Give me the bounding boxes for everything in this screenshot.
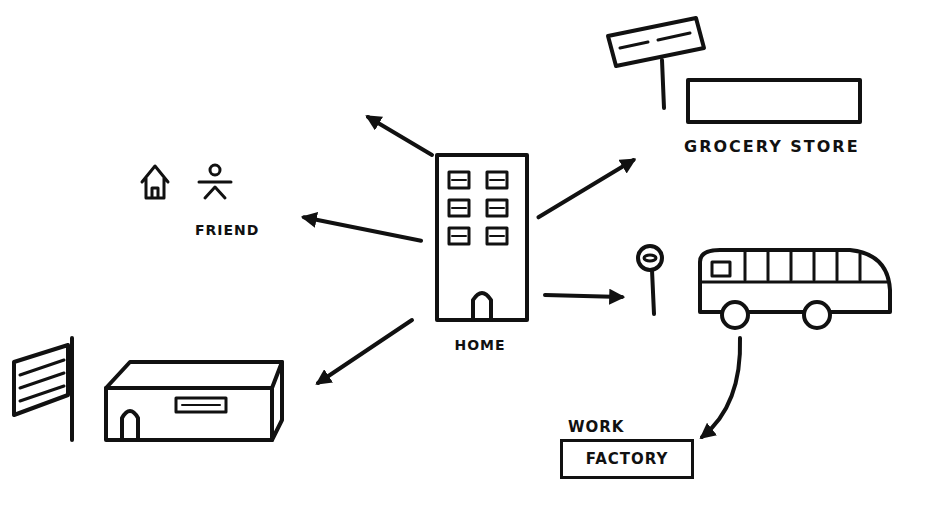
node-label: HOME	[454, 337, 505, 353]
building-icon	[106, 362, 282, 440]
arrow-connector	[304, 217, 421, 240]
arrow-line	[318, 320, 412, 383]
store-outline	[688, 80, 860, 122]
arrow-connector	[538, 160, 633, 217]
node-label: GROCERY STORE	[684, 137, 860, 156]
house-icon	[142, 166, 168, 198]
window-bar	[490, 235, 504, 237]
sign-post	[662, 60, 664, 108]
work-node: WORK FACTORY	[560, 418, 694, 506]
window	[449, 172, 469, 188]
sign-stripes	[620, 33, 690, 48]
arrow-line	[545, 295, 622, 297]
person-head	[210, 165, 220, 175]
door	[473, 293, 491, 320]
window-bar	[490, 207, 504, 209]
window	[487, 200, 507, 216]
node-shape	[598, 8, 925, 158]
window-bar	[490, 179, 504, 181]
node-heading: WORK	[560, 418, 694, 439]
home-node: HOME	[425, 150, 535, 355]
store-sign	[608, 18, 704, 66]
bus-stop-sign	[638, 246, 662, 314]
window-bar	[452, 207, 466, 209]
window	[487, 172, 507, 188]
friend-node: FRIEND	[135, 160, 300, 240]
factory-box: FACTORY	[560, 439, 694, 479]
node-label: FRIEND	[195, 222, 259, 238]
window-bar	[452, 179, 466, 181]
arrow-line	[368, 117, 432, 155]
window	[487, 228, 507, 244]
node-label: FACTORY	[571, 450, 683, 468]
arrow-line	[702, 338, 740, 437]
store-node: GROCERY STORE	[598, 8, 925, 158]
node-shape	[425, 150, 535, 355]
shop-sign	[14, 338, 72, 440]
window-bar	[452, 235, 466, 237]
window	[449, 228, 469, 244]
window	[449, 200, 469, 216]
building-outline	[437, 155, 527, 320]
person-body	[199, 182, 231, 198]
bus-icon	[700, 250, 890, 328]
